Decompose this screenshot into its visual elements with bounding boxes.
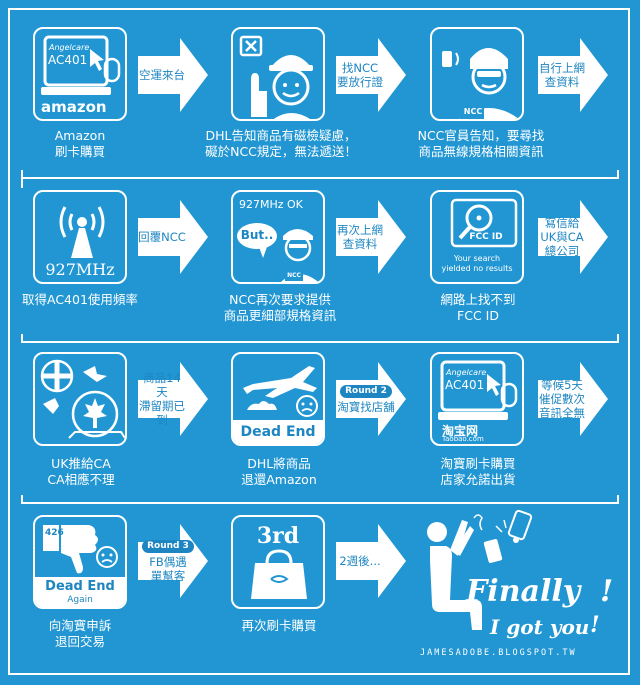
taobao-logo-en: Taobao.com: [442, 435, 484, 443]
outer-frame: [8, 8, 630, 675]
thumbs-down-icon: [35, 525, 125, 607]
step9-caption: 淘寶刷卡購買 店家允諾出貨: [440, 456, 516, 487]
arrow-7-text: 商品14天 滯留期已到: [139, 371, 185, 427]
arrow-4-text: 回覆NCC: [138, 230, 186, 244]
ncc-officer-icon: [442, 48, 519, 119]
product-brand: Angelcare: [49, 43, 90, 52]
taobao-logo-cn: 淘宝网: [442, 424, 479, 438]
step1-laptop-amazon-box: Angelcare AC401 amazon: [33, 27, 127, 121]
arrow-1: 空運來台: [138, 38, 208, 112]
arrow-3: 自行上網 查資料: [538, 38, 608, 112]
finally-text: Finally: [466, 574, 581, 609]
arrow-9: 等候5天 催促數次 音訊全無: [538, 362, 608, 436]
arrow-7: 商品14天 滯留期已到: [138, 362, 208, 436]
arrow-8-text: 淘寶找店舖: [337, 399, 395, 414]
arrow-2: 找NCC 要放行證: [336, 38, 406, 112]
uk-ca-flags-icon: [40, 359, 125, 439]
arrow-3-text: 自行上網 查資料: [539, 61, 585, 89]
but-bubble-text: But..: [240, 228, 274, 242]
step8-caption: DHL將商品 退還Amazon: [241, 456, 317, 487]
arrow-6: 寫信給 UK與CA 總公司: [538, 200, 608, 274]
i-got-you-text: I got you: [490, 615, 590, 639]
step6-fcc-search-box: FCC ID Your search yielded no results: [430, 190, 524, 284]
step7-uk-ca-box: [33, 352, 127, 446]
laptop-icon: [41, 35, 121, 95]
again-label: Again: [67, 595, 93, 605]
arrow-4: 回覆NCC: [138, 200, 208, 274]
count-label: 426: [45, 528, 64, 538]
antenna-icon: [59, 206, 105, 258]
frequency-label: 927MHz: [45, 260, 115, 279]
ok-label: 927MHz OK: [239, 198, 303, 211]
officer-stop-icon: [239, 35, 313, 119]
step11-third-box: 3rd: [231, 515, 325, 609]
shopping-bag-icon: [251, 549, 307, 599]
round-3-badge: Round 3: [142, 539, 194, 553]
speech-officer-icon: [237, 223, 319, 282]
step4-antenna-box: 927MHz: [33, 190, 127, 284]
step8-dead-end-box: Dead End: [231, 352, 325, 446]
third-label: 3rd: [256, 523, 300, 549]
round-2-badge: Round 2: [340, 384, 392, 398]
airplane-sad-icon: [233, 366, 323, 444]
blog-credit: JAMESADOBE.BLOGSPOT.TW: [420, 648, 577, 658]
step10-dead-end-again-box: 426 Dead End Again: [33, 515, 127, 609]
search-result-text: Your search yielded no results: [441, 254, 513, 273]
step11-caption: 再次刷卡購買: [241, 618, 317, 633]
product-model-2: AC401: [445, 378, 485, 392]
dead-end-label: Dead End: [240, 424, 316, 440]
arrow-5-text: 再次上網 查資料: [337, 223, 383, 251]
step2-dhl-box: [231, 27, 325, 121]
step1-caption: Amazon 刷卡購買: [54, 128, 106, 159]
step7-caption: UK推給CA CA相應不理: [47, 456, 115, 487]
step5-ncc-again-box: 927MHz OK But.. NCC: [231, 190, 325, 284]
dead-end-label-2: Dead End: [45, 579, 115, 594]
exclaim-1: !: [600, 574, 614, 609]
arrow-5: 再次上網 查資料: [336, 200, 406, 274]
laptop-taobao-icon: [438, 360, 518, 420]
step9-taobao-box: Angelcare AC401 淘宝网 Taobao.com: [430, 352, 524, 446]
step5-caption: NCC再次要求提供 商品更細部規格資訊: [223, 292, 337, 323]
magnifier-fcc-icon: [450, 198, 518, 248]
arrow-9-text: 等候5天 催促數次 音訊全無: [539, 378, 585, 420]
arrow-11: 2週後...: [336, 524, 406, 598]
step3-ncc-officer-box: NCC: [430, 27, 524, 121]
product-brand-2: Angelcare: [446, 368, 487, 377]
arrow-1-text: 空運來台: [139, 68, 185, 82]
step2-caption: DHL告知商品有磁檢疑慮， 礙於NCC規定，無法遞送！: [205, 128, 357, 159]
fcc-id-label: FCC ID: [469, 232, 503, 242]
amazon-logo: amazon: [41, 98, 107, 116]
product-model: AC401: [48, 53, 88, 67]
step6-caption: 網路上找不到 FCC ID: [440, 292, 516, 323]
step3-caption: NCC官員告知，要尋找 商品無線規格相關資訊: [417, 128, 545, 159]
ncc-badge: NCC: [463, 107, 483, 116]
ncc-badge-small: NCC: [287, 272, 301, 279]
step4-caption: 取得AC401使用頻率: [22, 292, 138, 307]
arrow-11-text: 2週後...: [339, 554, 381, 568]
step10-caption: 向淘寶申訴 退回交易: [48, 618, 112, 649]
exclaim-2: !: [590, 612, 600, 638]
arrow-6-text: 寫信給 UK與CA 總公司: [540, 216, 584, 258]
arrow-10-text: FB偶遇 單幫客: [149, 554, 187, 583]
arrow-2-text: 找NCC 要放行證: [337, 61, 383, 89]
